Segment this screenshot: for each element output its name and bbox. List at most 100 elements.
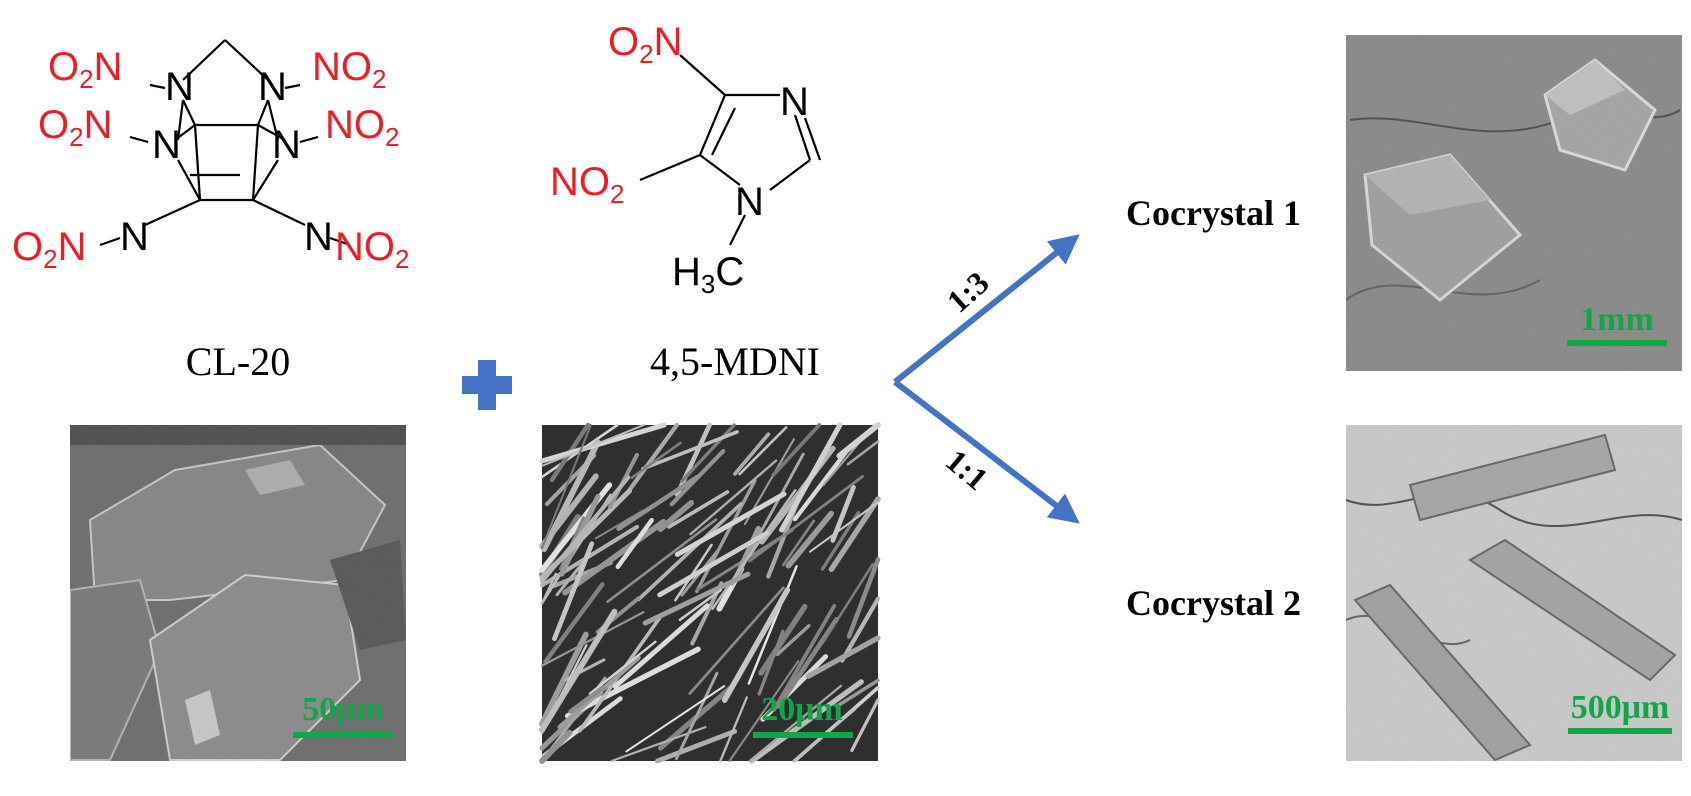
needle-crystal	[805, 635, 881, 679]
needle-crystal	[657, 530, 770, 598]
plus-icon	[462, 360, 512, 410]
needle-crystal	[834, 678, 880, 709]
needle-crystal	[625, 685, 726, 753]
needle-crystal	[719, 696, 748, 763]
needle-crystal	[836, 422, 881, 459]
needle-crystal	[667, 490, 730, 529]
needle-crystal	[552, 541, 595, 642]
needle-crystal	[564, 646, 701, 719]
cl20-n6: N	[304, 215, 333, 259]
needle-crystal	[540, 423, 592, 550]
cl20-n1: N	[165, 65, 194, 109]
needle-crystal	[539, 631, 589, 727]
needle-crystal	[776, 617, 839, 709]
needle-crystal	[539, 608, 618, 733]
scale-label-cocrystal2: 500μm	[1571, 689, 1670, 726]
scale-bar-cl20: 50μm	[293, 691, 393, 738]
mdni-no2: NO2	[550, 160, 624, 209]
cl20-atoms: N N N N N N O2N O2N O2N NO2 NO2 NO2	[12, 45, 409, 274]
needle-crystal	[615, 517, 654, 569]
needle-crystal	[641, 430, 739, 471]
needle-crystal	[785, 510, 835, 569]
cl20-o2n-mid: O2N	[38, 103, 112, 152]
needle-crystal	[539, 475, 631, 584]
needle-crystal	[612, 603, 710, 690]
needle-crystal	[792, 448, 850, 522]
needle-crystal	[758, 603, 808, 676]
scale-bar-cocrystal2: 500μm	[1568, 689, 1672, 734]
cocrystal2-label: Cocrystal 2	[1126, 583, 1301, 623]
needle-crystal	[747, 565, 798, 685]
cocrystal1-label: Cocrystal 1	[1126, 193, 1301, 233]
sem-image-mdni	[539, 422, 881, 764]
needle-crystal	[674, 543, 713, 602]
cl20-name: CL-20	[186, 339, 290, 384]
needle-crystal	[674, 422, 712, 498]
needle-crystal	[568, 685, 606, 714]
mdni-methyl: H3C	[672, 250, 744, 299]
arrow-upper	[893, 234, 1080, 385]
needle-crystal	[678, 588, 723, 622]
needle-crystal	[636, 502, 743, 602]
scale-label-cocrystal1: 1mm	[1580, 301, 1654, 338]
needle-crystal	[669, 449, 726, 507]
needle-crystal	[839, 596, 881, 663]
needle-crystal	[772, 603, 837, 712]
cl20-n5: N	[120, 215, 149, 259]
needle-crystal	[711, 489, 797, 611]
mdni-o2n: O2N	[608, 20, 682, 69]
needle-crystal	[539, 422, 667, 464]
needle-crystal	[540, 572, 558, 605]
needle-crystal	[543, 582, 605, 664]
cl20-no2-top: NO2	[312, 45, 386, 94]
needle-crystal	[850, 698, 880, 753]
sem-image-cl20	[69, 425, 406, 761]
needle-crystal	[728, 660, 800, 763]
needle-crystal	[688, 586, 785, 695]
needle-crystal	[657, 500, 695, 533]
sem-image-cocrystal2	[1345, 425, 1683, 762]
needle-crystal	[748, 475, 864, 563]
needle-crystal	[748, 684, 843, 763]
cl20-no2-mid: NO2	[325, 103, 399, 152]
needle-crystal	[721, 587, 791, 703]
needle-crystal	[771, 423, 822, 477]
reaction-arrows	[893, 234, 1080, 524]
needle-crystal	[539, 729, 573, 764]
needle-crystal	[540, 611, 645, 667]
sem-image-cocrystal1	[1345, 35, 1682, 371]
needle-crystal	[680, 423, 736, 484]
cl20-no2-bottom: NO2	[335, 225, 409, 274]
mdni-atoms: N N H3C O2N NO2	[550, 20, 809, 299]
needle-crystal	[738, 426, 788, 476]
needle-crystal	[606, 518, 718, 604]
cl20-o2n-bottom: O2N	[12, 225, 86, 274]
needle-crystal	[655, 728, 738, 764]
needle-crystal	[588, 640, 657, 695]
needle-crystal	[846, 557, 881, 639]
mdni-name: 4,5-MDNI	[650, 339, 820, 384]
mdni-structure	[639, 54, 822, 246]
scale-label-mdni: 20μm	[761, 691, 843, 728]
needle-crystal	[562, 518, 667, 596]
cl20-n4: N	[272, 123, 301, 167]
needle-crystal	[757, 629, 785, 696]
cl20-n2: N	[258, 65, 287, 109]
mdni-n-ring-bottom: N	[735, 180, 764, 224]
cl20-structure	[99, 39, 351, 247]
needle-crystal	[689, 459, 778, 536]
needle-crystal	[642, 571, 751, 626]
needle-crystal	[733, 432, 771, 476]
needle-crystal	[821, 562, 874, 645]
needle-crystal	[674, 491, 787, 557]
needle-crystal	[808, 501, 880, 553]
arrow-lower	[893, 379, 1080, 524]
needle-crystal	[616, 474, 700, 532]
cl20-o2n-top: O2N	[48, 45, 122, 94]
needle-crystal	[846, 440, 880, 466]
scale-bar-cocrystal1: 1mm	[1567, 301, 1667, 346]
needle-crystal	[775, 624, 811, 657]
scale-bar-mdni: 20μm	[753, 691, 853, 738]
needle-crystal	[539, 473, 599, 550]
